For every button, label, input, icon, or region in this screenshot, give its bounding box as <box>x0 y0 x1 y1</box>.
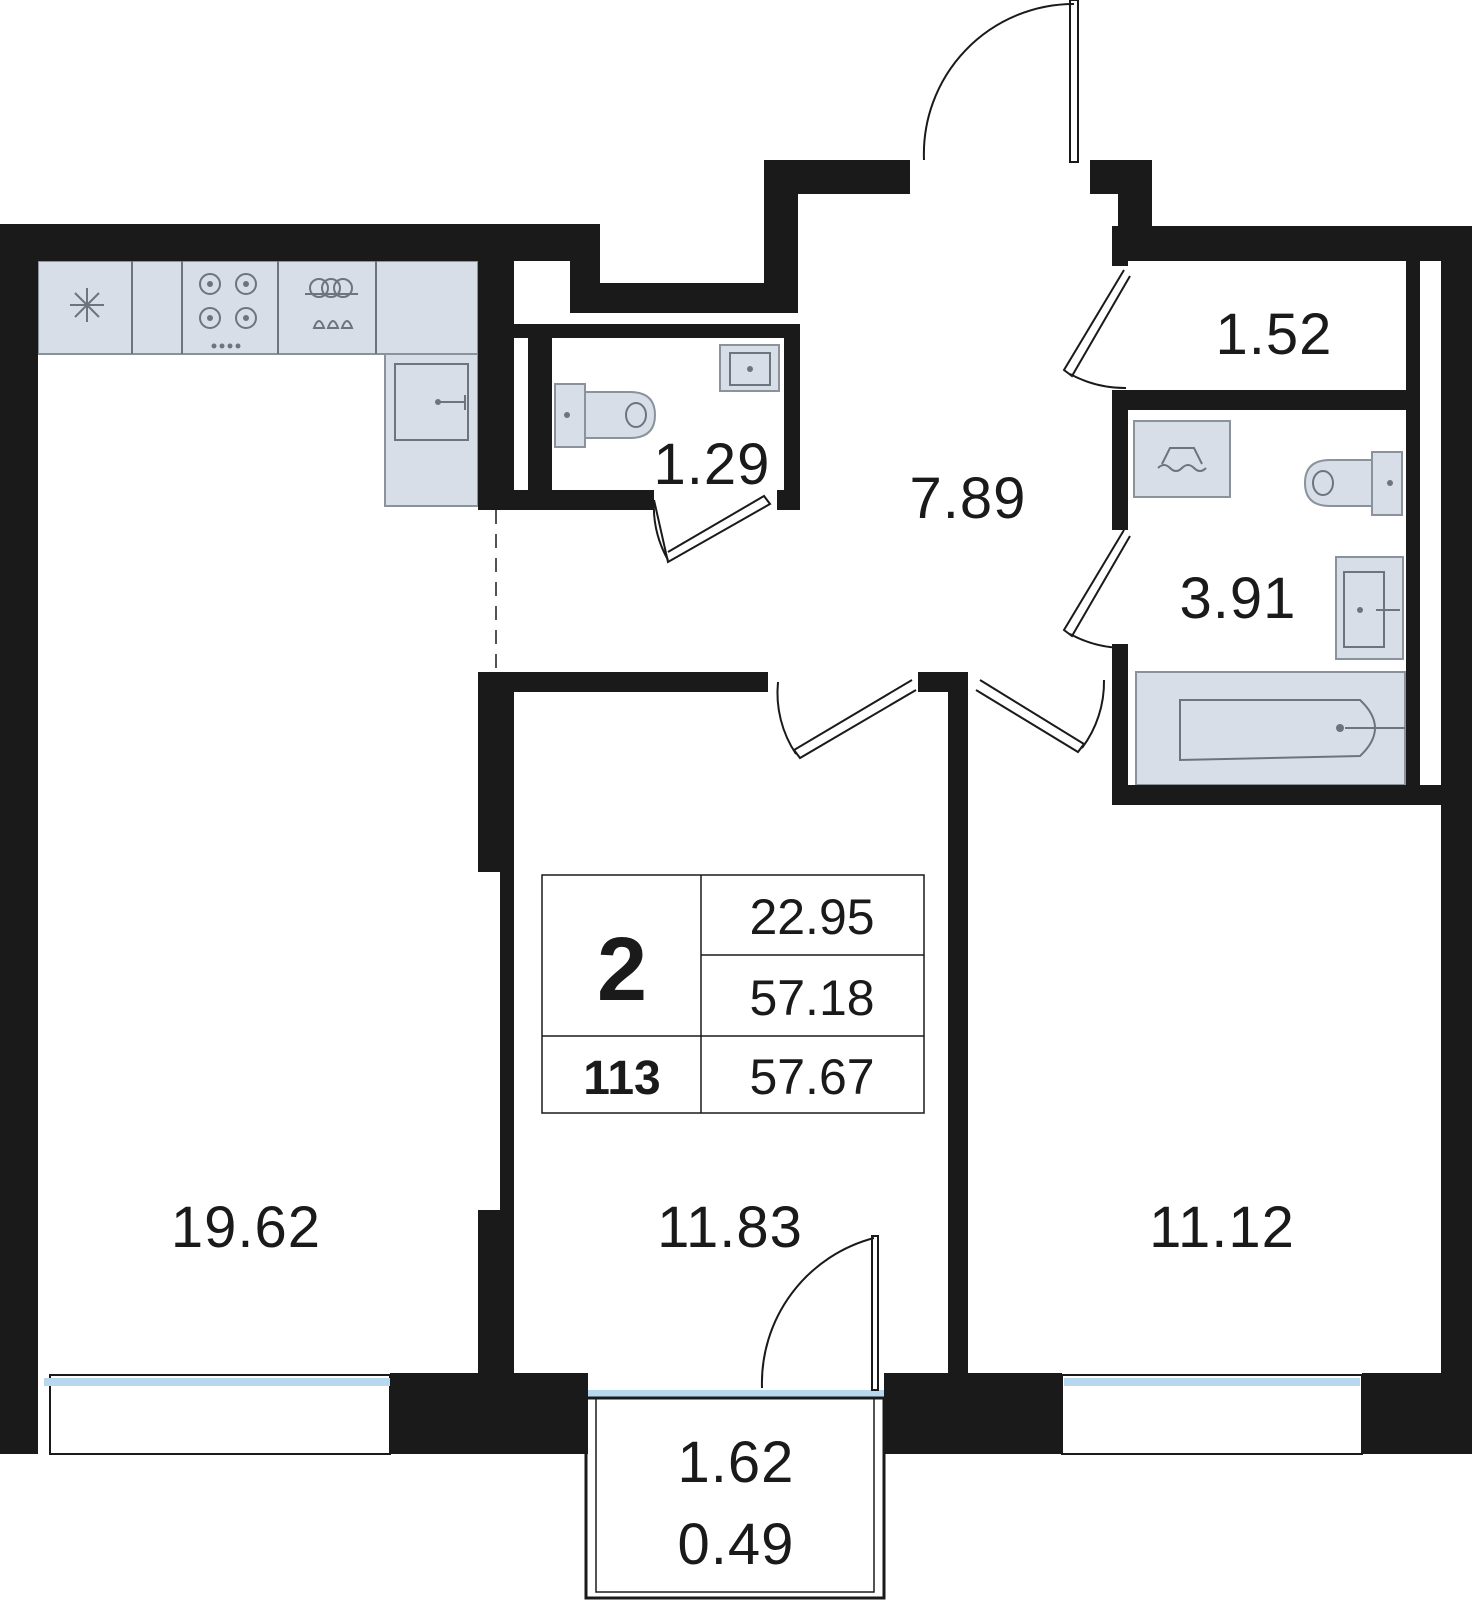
total-area-with-balcony: 57.67 <box>749 1049 874 1105</box>
toilet-1-icon <box>554 383 657 448</box>
rooms-count: 2 <box>597 920 647 1020</box>
room-area-toilet: 1.29 <box>654 432 771 497</box>
door-storage[interactable] <box>1062 269 1131 390</box>
washing-machine-icon <box>305 278 358 329</box>
room-area-storage: 1.52 <box>1216 302 1333 367</box>
fridge-icon <box>70 288 104 322</box>
room-area-hallway: 7.89 <box>910 466 1027 531</box>
window-left <box>44 1374 392 1455</box>
room-area-living-kitchen: 19.62 <box>171 1195 321 1260</box>
room-area-bedroom-center: 11.83 <box>657 1195 803 1260</box>
kitchen-counter <box>37 260 479 507</box>
door-bedroom-center[interactable] <box>776 679 917 760</box>
room-area-bathroom: 3.91 <box>1180 566 1297 631</box>
apartment-number: 113 <box>583 1052 660 1105</box>
door-balcony[interactable] <box>760 1235 879 1391</box>
room-area-balcony-reduced: 0.49 <box>678 1512 795 1577</box>
sink-2-icon <box>1335 556 1404 660</box>
room-area-balcony: 1.62 <box>678 1430 795 1495</box>
total-area: 57.18 <box>749 970 874 1026</box>
living-area: 22.95 <box>749 889 874 945</box>
apartment-info-box: 2 113 22.95 57.18 57.67 <box>541 874 925 1114</box>
entrance-door[interactable] <box>922 0 1079 163</box>
door-bedroom-right[interactable] <box>975 679 1106 754</box>
balcony-door-glass <box>586 1390 884 1398</box>
stove-icon <box>199 273 257 349</box>
room-area-bedroom-right: 11.12 <box>1149 1195 1295 1260</box>
walls <box>0 160 1472 1600</box>
washing-machine-bath-icon <box>1133 420 1231 498</box>
door-bathroom[interactable] <box>1062 529 1131 650</box>
bathtub-icon <box>1135 671 1406 786</box>
door-toilet[interactable] <box>652 494 772 564</box>
window-right <box>1061 1374 1363 1455</box>
sink-1-icon <box>719 344 780 392</box>
kitchen-sink-icon <box>394 363 469 441</box>
toilet-2-icon <box>1303 451 1403 516</box>
